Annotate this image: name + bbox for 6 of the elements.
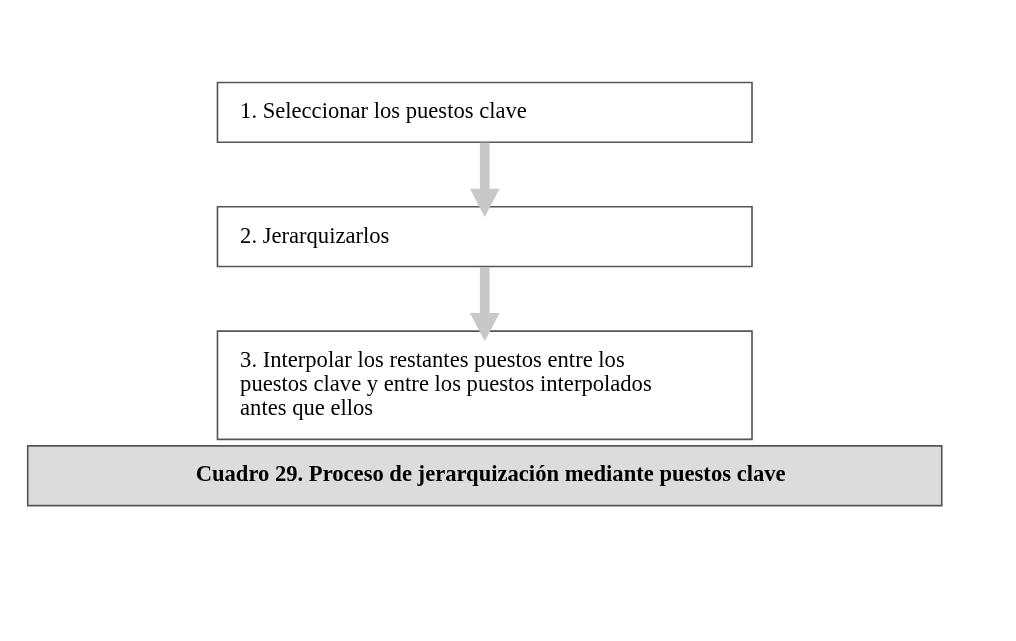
node-box: 3. Interpolar los restantes puestos entre los puestos clave y entre los puestos interpolados antes que ellos xyxy=(216,330,753,441)
node-box: 1. Seleccionar los puestos clave xyxy=(216,81,753,143)
arrow xyxy=(469,267,500,342)
node-box: 2. Jerarquizarlos xyxy=(216,206,753,268)
arrow xyxy=(469,142,500,217)
caption: Cuadro 29. Proceso de jerarquización mediante puestos clave xyxy=(195,460,786,486)
